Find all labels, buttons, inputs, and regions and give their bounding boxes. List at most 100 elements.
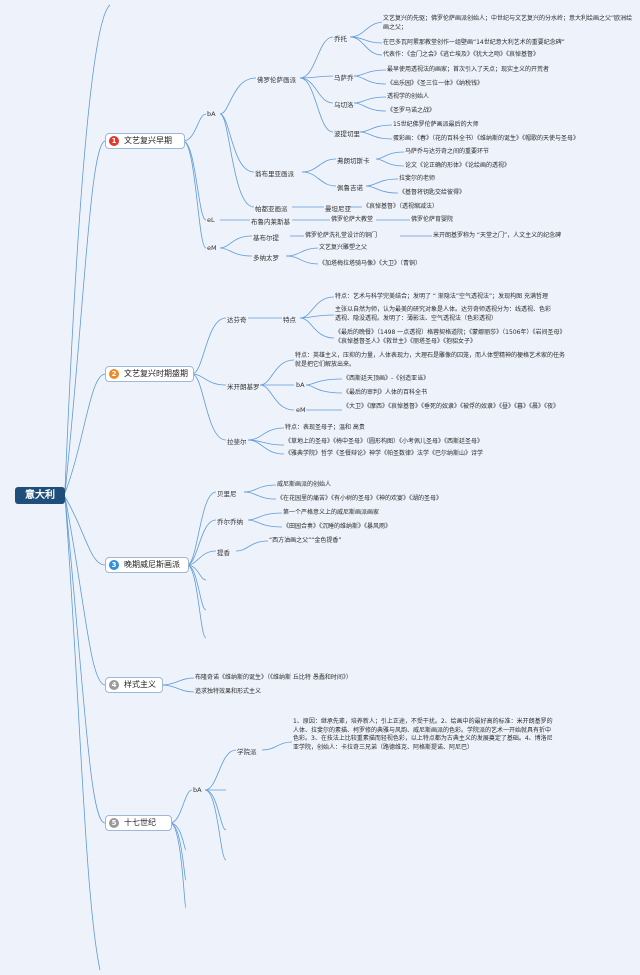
padua-school-node[interactable]: 帕都亚画派 (255, 205, 288, 213)
giorgione-node[interactable]: 乔尔乔纳 (217, 518, 243, 526)
connector-21 (353, 75, 387, 85)
connector-69 (235, 540, 269, 552)
connector-10 (219, 77, 257, 115)
botticelli-works: 蛋彩画：《春》（花的百科全书）《维纳斯的诞生》《帽歌的天使与圣母》 (393, 135, 580, 142)
connector-17 (349, 21, 383, 38)
mannerism-item-1: 布隆奇诺《维纳斯的诞生》（《维纳斯 丘比特 愚蠢和时间》） (195, 674, 352, 681)
section-badge-4: 4 (109, 680, 119, 690)
connector-61 (186, 550, 217, 566)
connector-31 (365, 185, 399, 194)
connector-80 (261, 741, 293, 751)
mannerism-item-2: 追求独特效果和形式主义 (195, 688, 262, 695)
francesca-node[interactable]: 弗朗切斯卡 (337, 157, 370, 165)
titian-desc: “西方油画之父”“金色提香” (269, 537, 342, 544)
section-node-1[interactable]: 1 文艺复兴早期 (105, 133, 185, 149)
donatello-desc: 文艺复兴雕塑之父 (319, 244, 368, 251)
section-badge-3: 3 (109, 560, 119, 570)
connector-74 (169, 822, 187, 881)
connector-70 (160, 677, 195, 686)
brunelleschi-work-1: 佛罗伦萨大教堂 (331, 216, 374, 223)
davinci-feature-node[interactable]: 特点 (283, 316, 296, 324)
giotto-works: 代表作：《金门之会》《逃亡埃及》《犹大之吻》《哀悼基督》 (383, 51, 540, 58)
umbria-school-node[interactable]: 翁布里亚画派 (255, 170, 294, 178)
connector-29 (375, 158, 405, 167)
academy-node[interactable]: 学院派 (237, 748, 257, 756)
michelangelo-bA-node[interactable]: bA (296, 381, 305, 389)
connector-28 (375, 151, 405, 160)
connector-19 (349, 36, 383, 56)
botticelli-node[interactable]: 波提切里 (334, 130, 360, 138)
raphael-works-1: 《草地上的圣母》《椅中圣母》（圆形构图）《小考佩儿圣母》《西斯廷圣母》 (285, 438, 484, 445)
connector-43 (191, 317, 227, 375)
s1-bA-node[interactable]: bA (207, 110, 216, 118)
michelangelo-sculptures: 《大卫》《摩西》《哀悼基督》《垂死的奴隶》《被俘的奴隶》《昼》《暮》《晨》《夜》 (343, 403, 560, 410)
giotto-node[interactable]: 乔托 (334, 35, 347, 43)
michelangelo-node[interactable]: 米开朗基罗 (227, 383, 260, 391)
connector-76 (204, 749, 237, 791)
connector-65 (243, 484, 277, 493)
brunelleschi-node[interactable]: 布鲁内莱斯基 (251, 218, 290, 226)
section-label-1: 文艺复兴早期 (124, 136, 172, 145)
michelangelo-eM-node[interactable]: eM (296, 406, 306, 414)
connector-24 (359, 124, 393, 133)
section-node-2[interactable]: 2 文艺复兴时期盛期 (105, 366, 194, 382)
connector-49 (299, 317, 335, 339)
bellini-node[interactable]: 贝里尼 (217, 490, 237, 498)
section-node-3[interactable]: 3 晚期威尼斯画派 (105, 557, 189, 573)
section-node-4[interactable]: 4 样式主义 (105, 677, 163, 693)
brunelleschi-work-2: 佛罗伦萨育婴院 (411, 216, 454, 223)
bellini-desc: 威尼斯画派的创始人 (277, 481, 332, 488)
uccello-node[interactable]: 乌切洛 (334, 101, 354, 109)
mantegna-node[interactable]: 曼坦尼亚 (325, 205, 351, 213)
section-label-3: 晚期威尼斯画派 (124, 560, 180, 569)
raphael-feature: 特点：表现圣母子；温和 高贵 (285, 424, 365, 431)
perugino-node[interactable]: 佩鲁吉诺 (337, 184, 363, 192)
section-badge-1: 1 (109, 136, 119, 146)
connector-42 (285, 255, 319, 265)
connector-58 (247, 439, 285, 455)
root-node[interactable]: 意大利 (15, 487, 65, 504)
michelangelo-painting-1: 《西斯廷天顶画》-《创造亚当》 (343, 375, 430, 382)
connector-56 (247, 427, 285, 441)
connector-37 (219, 235, 253, 249)
titian-node[interactable]: 提香 (217, 549, 230, 557)
s1-eM-node[interactable]: eM (207, 244, 217, 252)
davinci-feature-1: 特点：艺术与科学完美结合；发明了 “ 渐隐法”空气透视法”；发现构图 充满哲理 (335, 293, 549, 300)
wire-root-s2 (64, 373, 106, 494)
connector-72 (169, 789, 193, 824)
donatello-node[interactable]: 多纳太罗 (253, 254, 279, 262)
uccello-works: 《圣罗马诺之战》 (387, 107, 436, 114)
mantegna-works: 《哀悼基督》（透视缩减法） (363, 203, 439, 210)
connector-50 (259, 359, 295, 386)
ghiberti-node[interactable]: 基布尔提 (253, 234, 279, 242)
connector-44 (191, 373, 227, 386)
connector-66 (243, 491, 277, 500)
connector-11 (219, 113, 255, 173)
masaccio-node[interactable]: 马萨乔 (334, 74, 354, 82)
wire-root-s3 (64, 496, 106, 566)
florence-school-node[interactable]: 佛罗伦萨画派 (257, 76, 296, 84)
connector-9 (182, 140, 207, 249)
connector-79 (204, 789, 227, 861)
connector-16 (299, 77, 334, 133)
connector-68 (247, 519, 283, 528)
section-badge-2: 2 (109, 369, 119, 379)
connector-45 (191, 373, 227, 441)
connector-30 (365, 178, 399, 187)
s1-eL-node[interactable]: eL (207, 216, 215, 224)
giotto-desc-1: 文艺复兴的先驱；佛罗伦萨画派创始人；中世纪与文艺复兴的分水岭；意大利绘画之父”欧… (383, 15, 633, 31)
giotto-desc-2: 在巴多瓦阿累那教堂创作一组壁画“14世纪意大利艺术的重要纪念碑” (383, 39, 565, 46)
academy-desc: 1、原因：继承先辈，培养新人；引上正途，不受干扰。2、绘画中的最好高的标准：米开… (293, 718, 553, 751)
s5-bA-node[interactable]: bA (193, 786, 202, 794)
section-node-5[interactable]: 5 十七世纪 (105, 815, 172, 831)
raphael-works-2: 《雅典学院》哲学《圣餐辩论》神学《帕圣数律》法学《巴尔纳斯山》诗学 (285, 450, 484, 457)
connector-22 (353, 96, 387, 104)
connector-54 (305, 384, 343, 394)
davinci-node[interactable]: 达芬奇 (227, 316, 247, 324)
raphael-node[interactable]: 拉斐尔 (227, 438, 247, 446)
ghiberti-work: 佛罗伦萨洗礼堂设计的铜门 (305, 232, 378, 239)
connector-48 (299, 314, 335, 319)
section-label-4: 样式主义 (124, 680, 156, 689)
